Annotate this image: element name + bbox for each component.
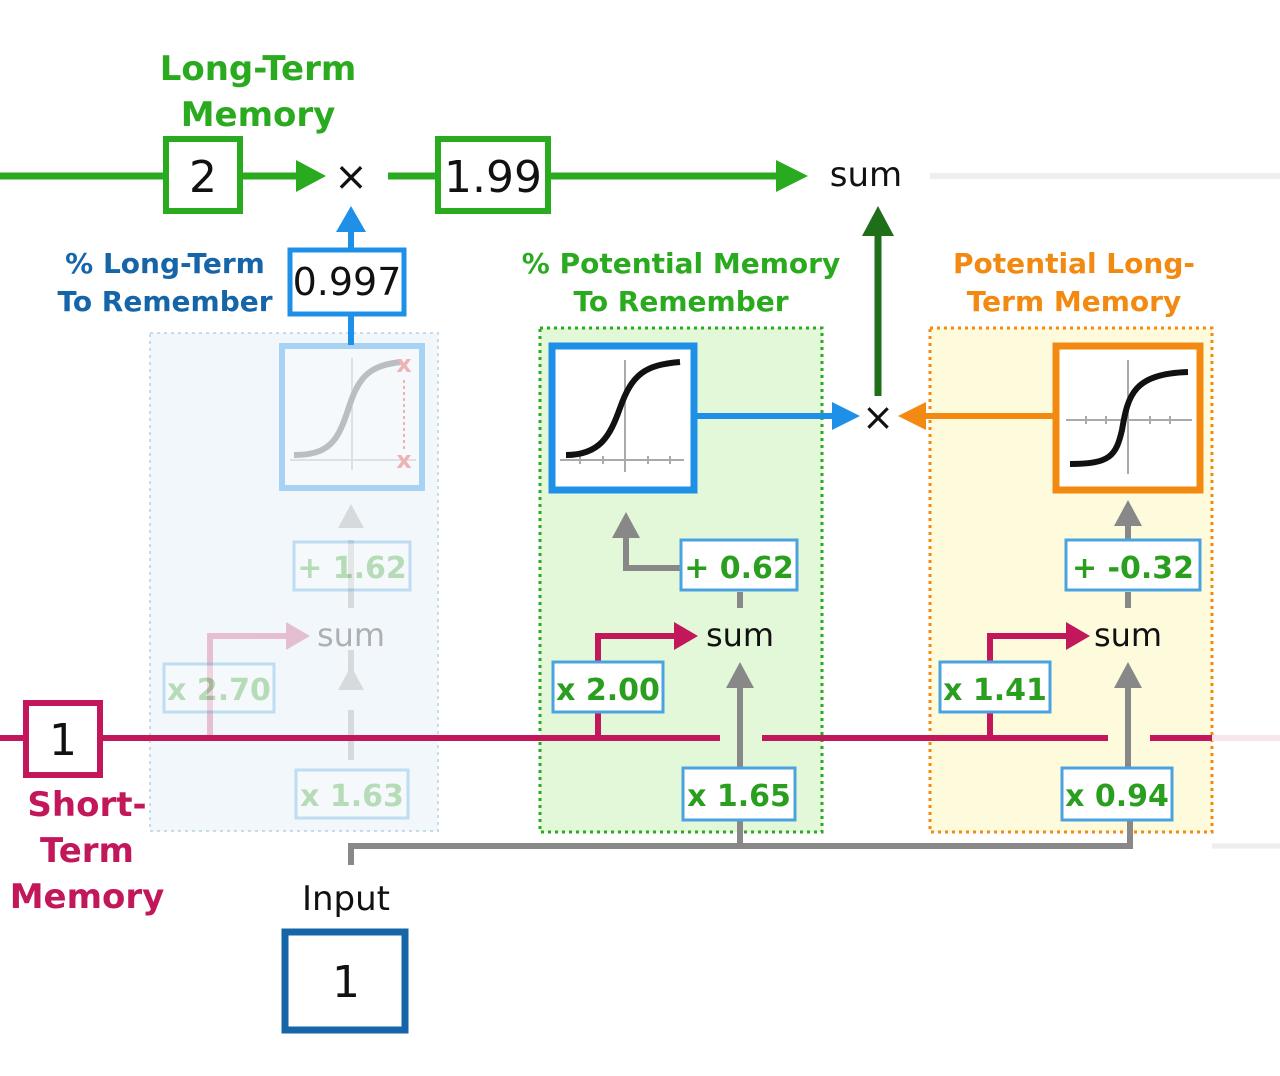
forget-multiply-symbol: × [334,154,368,200]
candidate-title-line1: Potential Long- [953,247,1195,280]
forget-sum-label: sum [317,616,385,654]
short-term-value: 1 [49,715,77,766]
long-term-sum-label: sum [830,155,902,195]
input-gate-input-arrowhead [726,662,754,688]
input-gate-weight-short-box [551,660,665,714]
candidate-tanh-icon [1052,342,1204,494]
input-label: Input [302,879,390,919]
short-term-title-line1: Short- [27,785,146,825]
candidate-weight-short: x 1.41 [943,673,1047,708]
short-term-title-line3: Memory [10,877,165,917]
candidate-title-line2: Term Memory [967,285,1181,318]
gate-product-arrowhead [862,206,894,236]
long-term-arrowhead-2 [776,160,808,192]
forget-sigmoid-icon: x x [279,343,425,491]
long-term-value-box [163,136,243,214]
input-gate-short-arrowhead [674,622,698,650]
svg-text:x 2.70: x 2.70 [167,673,271,708]
forget-gate-panel [149,332,439,832]
input-value: 1 [332,957,360,1008]
input-gate-title-line2: To Remember [573,285,788,318]
candidate-arrowhead [898,402,926,430]
input-gate-sigmoid-icon [548,342,698,494]
candidate-weight-short-box [938,660,1052,714]
input-gate-bias: + 0.62 [684,551,794,586]
input-gate-weight-short: x 2.00 [556,673,660,708]
forget-arrowhead-up [336,206,366,232]
long-term-value: 2 [189,152,217,203]
forget-output-box [287,247,407,317]
input-gate-sum-label: sum [706,616,774,654]
candidate-bias-box [1064,538,1202,592]
candidate-bias: + -0.32 [1072,551,1194,586]
long-term-title-line2: Memory [181,95,336,135]
gate-multiply-symbol: × [862,395,894,439]
short-term-value-box [23,700,103,778]
input-gate-weight-input: x 1.65 [687,779,791,814]
svg-text:x 1.63: x 1.63 [300,779,404,814]
long-term-title-line1: Long-Term [160,49,357,89]
input-gate-title-line1: % Potential Memory [522,247,840,280]
candidate-short-arrowhead [1066,622,1090,650]
input-value-box [281,928,409,1034]
long-term-result: 1.99 [444,152,542,203]
forget-bias-box: + 1.62 [292,540,412,592]
candidate-sum-label: sum [1094,616,1162,654]
input-gate-bias-box [679,538,799,592]
forget-gate-title-line1: % Long-Term [65,247,265,280]
svg-text:x: x [396,350,412,378]
svg-text:+ 1.62: + 1.62 [297,551,407,586]
candidate-up-arrowhead [1114,500,1142,526]
forget-weight-input-box: x 1.63 [294,768,410,820]
candidate-input-arrowhead [1114,662,1142,688]
forget-weight-short-box: x 2.70 [162,662,276,714]
candidate-weight-input-box [1060,766,1174,822]
input-gate-weight-input-box [681,766,797,822]
forget-output-value: 0.997 [293,260,402,304]
svg-text:x: x [396,446,412,474]
forget-gate-internals [207,504,364,760]
short-term-title-line2: Term [40,831,134,871]
forget-gate-title-line2: To Remember [57,285,272,318]
candidate-weight-input: x 0.94 [1065,779,1169,814]
long-term-arrowhead-1 [296,160,326,192]
long-term-result-box [435,136,551,214]
input-gate-arrowhead [832,402,860,430]
input-gate-up-arrowhead [612,512,640,538]
